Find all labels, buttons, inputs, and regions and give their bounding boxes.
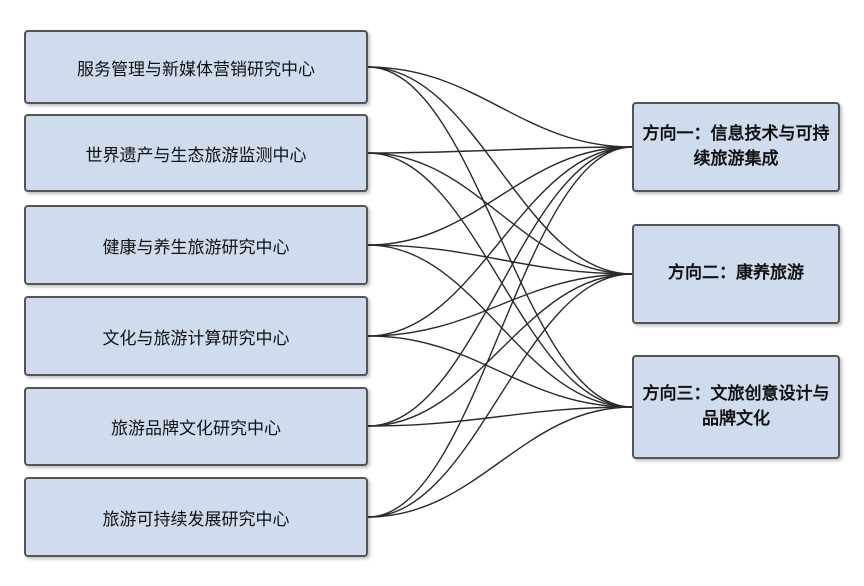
connector-2-1 — [367, 146, 633, 154]
connector-6-1 — [367, 146, 633, 518]
direction-label-2: 方向二：康养旅游 — [668, 263, 804, 284]
connector-3-1 — [367, 146, 633, 246]
connector-6-3 — [367, 406, 633, 518]
direction-box-2[interactable]: 方向二：康养旅游 — [632, 224, 840, 324]
center-box-6[interactable]: 旅游可持续发展研究中心 — [24, 477, 368, 557]
center-box-3[interactable]: 健康与养生旅游研究中心 — [24, 205, 368, 285]
center-box-4[interactable]: 文化与旅游计算研究中心 — [24, 296, 368, 376]
direction-label-3: 方向三：文旅创意设计与品牌文化 — [642, 383, 830, 430]
connector-3-2 — [367, 244, 633, 275]
connector-5-2 — [367, 273, 633, 427]
center-label-4: 文化与旅游计算研究中心 — [102, 328, 290, 349]
connector-4-2 — [367, 273, 633, 337]
connector-4-3 — [367, 335, 633, 408]
connector-2-2 — [367, 152, 633, 275]
connector-5-1 — [367, 146, 633, 427]
connector-1-2 — [367, 66, 633, 275]
center-box-2[interactable]: 世界遗产与生态旅游监测中心 — [24, 114, 368, 192]
center-box-5[interactable]: 旅游品牌文化研究中心 — [24, 387, 368, 466]
center-box-1[interactable]: 服务管理与新媒体营销研究中心 — [24, 30, 368, 104]
center-label-1: 服务管理与新媒体营销研究中心 — [77, 59, 315, 80]
connector-1-3 — [367, 66, 633, 408]
connector-6-2 — [367, 273, 633, 518]
direction-label-1: 方向一：信息技术与可持续旅游集成 — [642, 123, 830, 170]
connector-2-3 — [367, 152, 633, 408]
center-label-3: 健康与养生旅游研究中心 — [102, 237, 290, 258]
direction-box-3[interactable]: 方向三：文旅创意设计与品牌文化 — [632, 355, 840, 459]
center-label-5: 旅游品牌文化研究中心 — [111, 419, 281, 439]
connector-5-3 — [367, 406, 633, 427]
connector-4-1 — [367, 146, 633, 337]
connector-3-3 — [367, 244, 633, 408]
center-label-2: 世界遗产与生态旅游监测中心 — [85, 145, 307, 166]
connector-1-1 — [367, 66, 633, 148]
center-label-6: 旅游可持续发展研究中心 — [102, 509, 290, 530]
direction-box-1[interactable]: 方向一：信息技术与可持续旅游集成 — [632, 102, 840, 192]
